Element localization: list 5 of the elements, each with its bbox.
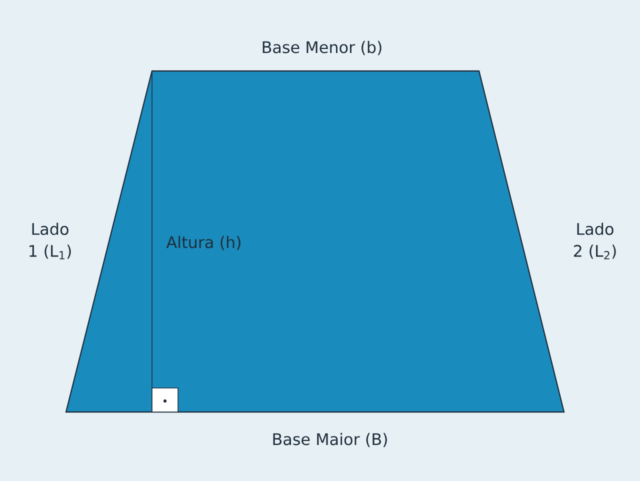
label: Base Maior (B) [273, 432, 387, 448]
label: Base Menor (b) [262, 40, 382, 56]
label: Altura (h) [166, 236, 240, 250]
label: Lado 1 (L$_{1}$) [30, 222, 71, 260]
label: Lado 2 (L$_{2}$) [574, 222, 616, 260]
